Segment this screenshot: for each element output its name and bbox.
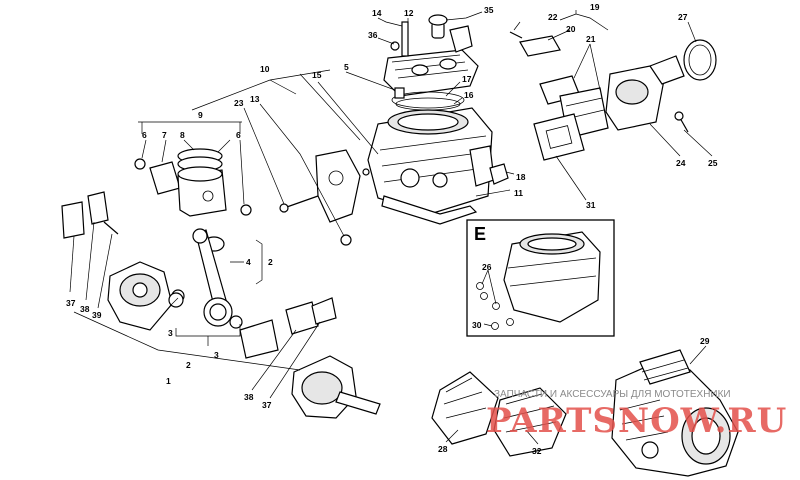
big-end-bearing [209, 303, 227, 321]
intake-manifold [605, 39, 717, 133]
complete-engine [611, 349, 739, 477]
callout-6-left: 6 [142, 130, 147, 140]
o-ring-13 [340, 234, 352, 246]
crankshaft-right [239, 297, 381, 419]
screw-22 [509, 31, 523, 39]
cylinder-head [383, 14, 479, 97]
callout-3-left: 3 [168, 328, 173, 338]
callout-26: 26 [482, 262, 492, 272]
watermark: ЗАПЧАСТИ И АКСЕССУАРЫ ДЛЯ МОТОТЕХНИКИ PA… [486, 389, 787, 441]
washer-3 [229, 315, 243, 329]
plate-38b [285, 301, 319, 335]
callout-9: 9 [198, 110, 203, 120]
callout-18: 18 [516, 172, 526, 182]
plate-38 [87, 191, 109, 225]
gasket-sheets [431, 371, 567, 457]
stud-5 [394, 87, 405, 99]
crank-pin [239, 319, 279, 359]
crank-shaft-end [335, 391, 381, 415]
callout-15: 15 [312, 70, 322, 80]
callout-13: 13 [250, 94, 260, 104]
plate-37b [311, 297, 337, 325]
nut-18 [489, 163, 509, 185]
head-stud [401, 21, 409, 57]
callout-23: 23 [234, 98, 244, 108]
watermark-tagline: ЗАПЧАСТИ И АКСЕССУАРЫ ДЛЯ МОТОТЕХНИКИ [494, 389, 731, 400]
crankshaft-left [61, 191, 184, 331]
callout-37-left: 37 [66, 298, 76, 308]
callout-10: 10 [260, 64, 270, 74]
piston-pin [149, 161, 181, 195]
callout-6-right: 6 [236, 130, 241, 140]
callout-19: 19 [590, 2, 600, 12]
plate-20 [519, 35, 561, 57]
callout-32: 32 [532, 446, 542, 456]
callout-31: 31 [586, 200, 596, 210]
water-outlet [449, 25, 473, 53]
callout-38-right: 38 [244, 392, 254, 402]
callout-22: 22 [548, 12, 558, 22]
callout-28: 28 [438, 444, 448, 454]
callout-7: 7 [162, 130, 167, 140]
callout-24: 24 [676, 158, 686, 168]
callout-4: 4 [246, 257, 251, 267]
callout-8: 8 [180, 130, 185, 140]
callout-1: 1 [166, 376, 171, 386]
callout-2-lower: 2 [186, 360, 191, 370]
callout-30: 30 [472, 320, 482, 330]
callout-5: 5 [344, 62, 349, 72]
callout-labels: 14 12 35 36 10 15 5 17 16 13 23 9 6 7 8 … [66, 2, 718, 456]
callout-36: 36 [368, 30, 378, 40]
callout-20: 20 [566, 24, 576, 34]
circlip-right [240, 204, 252, 216]
plate-37 [61, 201, 85, 239]
callout-16: 16 [464, 90, 474, 100]
watermark-logo: PARTSNOW.RU [486, 401, 787, 441]
callout-38-left: 38 [80, 304, 90, 314]
callout-3-right: 3 [214, 350, 219, 360]
callout-29: 29 [700, 336, 710, 346]
side-cover [279, 149, 370, 246]
gasket-sheet-28 [431, 371, 499, 445]
callout-17: 17 [462, 74, 472, 84]
screw-25 [679, 117, 689, 133]
inset-label-e: E [474, 224, 486, 244]
callout-37-right: 37 [262, 400, 272, 410]
inset-box-e [466, 219, 615, 337]
callout-25: 25 [708, 158, 718, 168]
callout-21: 21 [586, 34, 596, 44]
circlip-left [134, 158, 146, 170]
bolt-23 [283, 195, 319, 209]
callout-11: 11 [514, 188, 523, 198]
leader-lines [69, 10, 713, 445]
callout-2-upper: 2 [268, 257, 273, 267]
callout-39: 39 [92, 310, 102, 320]
reed-valve-group [509, 31, 609, 161]
callout-35: 35 [484, 5, 494, 15]
piston-group [134, 148, 252, 217]
callout-27: 27 [678, 12, 688, 22]
callout-12: 12 [404, 8, 414, 18]
base-gasket [381, 195, 478, 225]
gasket-31 [533, 113, 585, 161]
callout-14: 14 [372, 8, 382, 18]
head-nut [390, 41, 400, 51]
connecting-rod [171, 228, 243, 329]
cylinder [367, 107, 509, 225]
gasket-sheet-32 [493, 387, 567, 457]
